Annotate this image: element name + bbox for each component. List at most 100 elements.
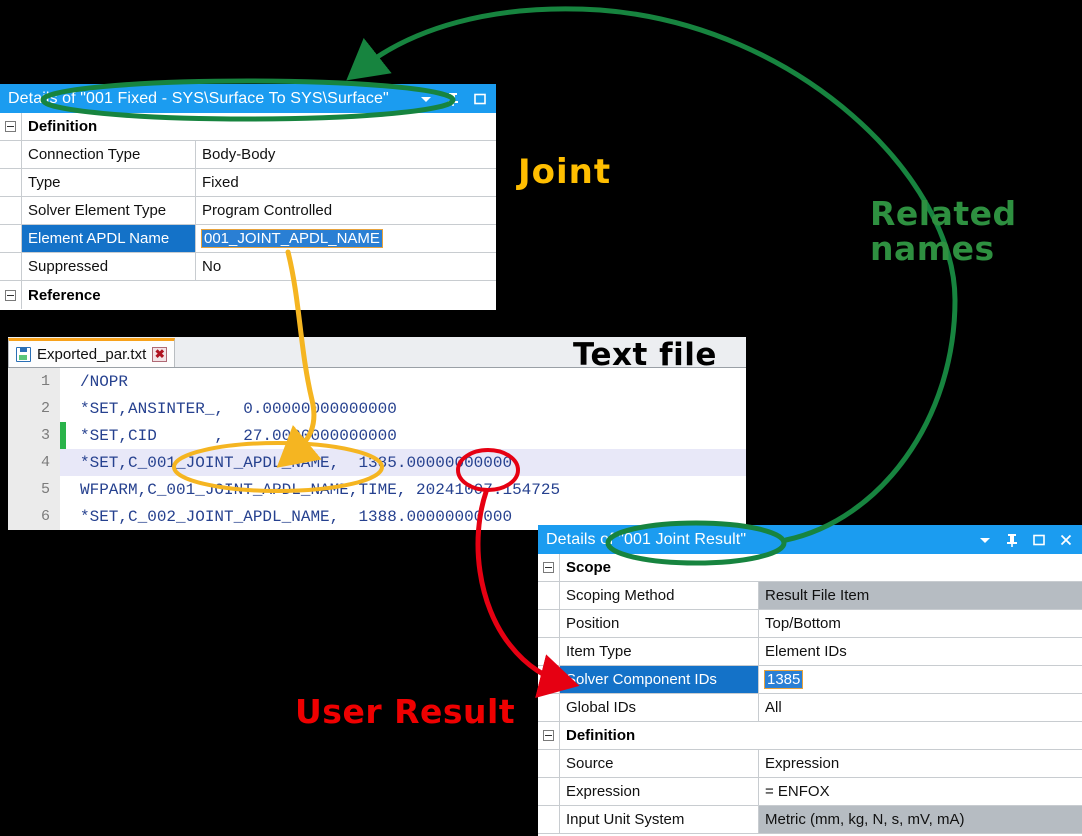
row-value[interactable]: Program Controlled [196,197,496,224]
row-label: Scoping Method [559,582,759,609]
annotation-label-text-file: Text file [573,337,717,373]
row-gutter [538,666,559,693]
editor-line-current[interactable]: 4 *SET,C_001_JOINT_APDL_NAME, 1385.00000… [8,449,746,476]
pin-icon[interactable] [1004,532,1020,548]
table-row-selected[interactable]: Solver Component IDs 1385 [538,666,1082,694]
table-row-selected[interactable]: Element APDL Name 001_JOINT_APDL_NAME [0,225,496,253]
table-row[interactable]: Input Unit System Metric (mm, kg, N, s, … [538,806,1082,834]
annotation-label-joint: Joint [518,152,612,192]
table-row[interactable]: Global IDs All [538,694,1082,722]
editor-line[interactable]: 3 *SET,CID , 27.0000000000000 [8,422,746,449]
row-value[interactable]: Element IDs [759,638,1082,665]
group-header-reference[interactable]: Reference [0,281,496,309]
editor-line[interactable]: 2 *SET,ANSINTER_, 0.00000000000000 [8,395,746,422]
chevron-down-icon[interactable] [977,532,993,548]
row-label: Solver Element Type [21,197,196,224]
line-number: 5 [8,476,60,503]
joint-details-panel: Details of "001 Fixed - SYS\Surface To S… [0,84,496,310]
row-gutter [538,582,559,609]
editor-tab-label: Exported_par.txt [37,345,147,363]
close-icon[interactable] [1058,532,1074,548]
editor-tab-exported-par[interactable]: Exported_par.txt ✖ [8,338,176,367]
editor-text-area[interactable]: 1 /NOPR 2 *SET,ANSINTER_, 0.000000000000… [8,368,746,530]
line-change-marker [60,422,66,449]
save-floppy-icon [16,346,31,362]
pin-icon[interactable] [445,91,461,107]
table-row[interactable]: Item Type Element IDs [538,638,1082,666]
row-label: Global IDs [559,694,759,721]
line-number: 3 [8,422,60,449]
group-gutter [538,722,559,749]
table-row[interactable]: Suppressed No [0,253,496,281]
table-row[interactable]: Source Expression [538,750,1082,778]
row-label: Expression [559,778,759,805]
table-row[interactable]: Scoping Method Result File Item [538,582,1082,610]
row-label: Suppressed [21,253,196,280]
row-gutter [538,750,559,777]
row-gutter [0,169,21,196]
row-gutter [538,694,559,721]
annotation-label-user-result: User Result [295,692,516,731]
tab-close-icon[interactable]: ✖ [152,346,168,362]
line-code: *SET,C_002_JOINT_APDL_NAME, 1388.0000000… [80,507,513,526]
row-label: Source [559,750,759,777]
collapse-icon[interactable] [542,730,554,741]
solver-component-ids-field[interactable]: 1385 [759,666,1082,693]
row-label: Item Type [559,638,759,665]
group-gutter [0,281,21,309]
row-label: Position [559,610,759,637]
maximize-icon[interactable] [472,91,488,107]
row-value[interactable]: Fixed [196,169,496,196]
row-gutter [0,225,21,252]
result-details-title: Details of "001 Joint Result" [546,530,747,548]
group-title: Definition [559,722,1082,749]
row-label: Connection Type [21,141,196,168]
group-header-definition[interactable]: Definition [538,722,1082,750]
table-row[interactable]: Connection Type Body-Body [0,141,496,169]
table-row[interactable]: Solver Element Type Program Controlled [0,197,496,225]
row-value[interactable]: All [759,694,1082,721]
row-label: Solver Component IDs [559,666,759,693]
collapse-icon[interactable] [4,289,16,301]
joint-details-title: Details of "001 Fixed - SYS\Surface To S… [8,89,389,107]
maximize-icon[interactable] [1031,532,1047,548]
expression-value[interactable]: = ENFOX [759,778,1082,805]
row-gutter [0,141,21,168]
table-row[interactable]: Expression = ENFOX [538,778,1082,806]
group-header-definition[interactable]: Definition [0,113,496,141]
input-unit-system-dropdown[interactable]: Metric (mm, kg, N, s, mV, mA) [759,806,1082,833]
editor-line[interactable]: 5 WFPARM,C_001_JOINT_APDL_NAME,TIME, 202… [8,476,746,503]
table-row[interactable]: Type Fixed [0,169,496,197]
row-value[interactable]: Top/Bottom [759,610,1082,637]
element-apdl-name-value: 001_JOINT_APDL_NAME [201,229,383,248]
joint-titlebar-controls [418,91,496,107]
scoping-method-dropdown[interactable]: Result File Item [759,582,1082,609]
collapse-icon[interactable] [542,562,554,573]
row-gutter [538,778,559,805]
line-code: *SET,ANSINTER_, 0.00000000000000 [80,399,397,418]
line-number: 4 [8,449,60,476]
line-code: /NOPR [80,372,129,391]
table-row[interactable]: Position Top/Bottom [538,610,1082,638]
group-title: Scope [559,554,1082,581]
group-title: Reference [21,281,496,309]
line-number: 6 [8,503,60,530]
result-details-titlebar[interactable]: Details of "001 Joint Result" [538,525,1082,554]
group-gutter [0,113,21,140]
annotation-label-related-names: Related names [870,194,1017,268]
editor-line[interactable]: 1 /NOPR [8,368,746,395]
result-details-panel: Details of "001 Joint Result" [538,525,1082,836]
row-value[interactable]: No [196,253,496,280]
joint-details-titlebar[interactable]: Details of "001 Fixed - SYS\Surface To S… [0,84,496,113]
line-code: WFPARM,C_001_JOINT_APDL_NAME,TIME, 20241… [80,480,561,499]
chevron-down-icon[interactable] [418,91,434,107]
result-titlebar-controls [977,532,1082,548]
collapse-icon[interactable] [4,121,16,132]
group-header-scope[interactable]: Scope [538,554,1082,582]
element-apdl-name-field[interactable]: 001_JOINT_APDL_NAME [196,225,496,252]
row-label: Element APDL Name [21,225,196,252]
row-value[interactable]: Expression [759,750,1082,777]
solver-component-ids-value: 1385 [763,670,804,689]
row-value[interactable]: Body-Body [196,141,496,168]
